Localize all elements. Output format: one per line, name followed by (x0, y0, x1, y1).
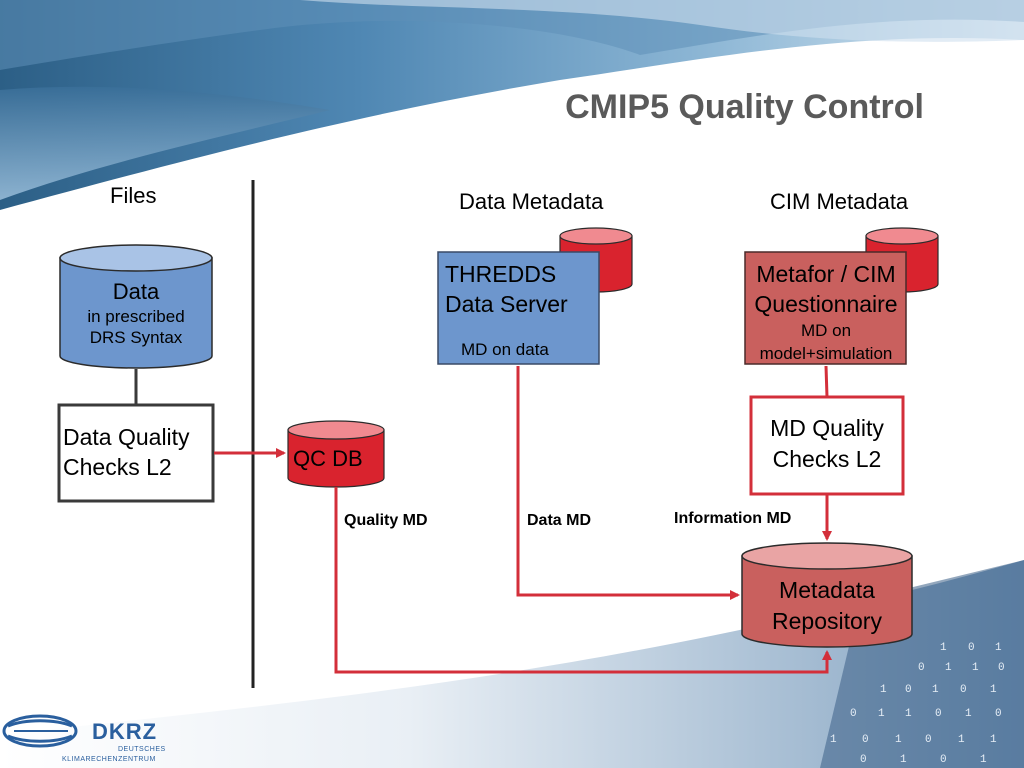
svg-text:1: 1 (945, 662, 952, 674)
svg-text:0: 0 (968, 642, 975, 654)
quality-md-arrow (334, 487, 832, 674)
svg-text:0: 0 (995, 708, 1002, 720)
data-cylinder-line2: in prescribed (87, 306, 185, 326)
information-md-label: Information MD (674, 510, 792, 527)
metafor-line2: Questionnaire (754, 290, 898, 317)
svg-text:0: 0 (940, 754, 947, 766)
svg-text:1: 1 (965, 708, 972, 720)
flow-arrows (214, 365, 832, 674)
svg-text:1: 1 (932, 684, 939, 696)
svg-text:1: 1 (972, 662, 979, 674)
thredds-line1: THREDDS (445, 261, 557, 287)
metafor-text: Metafor / CIM Questionnaire MD on model+… (743, 260, 909, 366)
thredds-text: THREDDS Data Server (445, 260, 568, 320)
svg-text:1: 1 (995, 642, 1002, 654)
svg-text:1: 1 (940, 642, 947, 654)
quality-md-label: Quality MD (344, 512, 428, 529)
metadata-repository-line1: Metadata (779, 577, 875, 603)
data-md-arrow (516, 366, 740, 600)
svg-text:1: 1 (980, 754, 987, 766)
data-quality-checks-box (57, 403, 215, 503)
thredds-box (437, 251, 600, 365)
svg-text:0: 0 (860, 754, 867, 766)
slide-title: CMIP5 Quality Control (565, 88, 924, 126)
data-cylinder-text: Data in prescribed DRS Syntax (60, 278, 212, 348)
svg-text:1: 1 (990, 734, 997, 746)
svg-text:1: 1 (895, 734, 902, 746)
data-quality-checks-text: Data Quality Checks L2 (63, 423, 190, 483)
qc-db-cylinder (287, 420, 385, 488)
metafor-to-mdquality-line (824, 365, 829, 398)
svg-text:0: 0 (960, 684, 967, 696)
svg-text:1: 1 (880, 684, 887, 696)
svg-text:0: 0 (998, 662, 1005, 674)
thredds-line2: Data Server (445, 290, 568, 317)
header-background (0, 0, 1024, 228)
svg-text:1: 1 (900, 754, 907, 766)
metadata-repository-line2: Repository (772, 608, 882, 635)
metafor-line4: model+simulation (759, 343, 893, 363)
svg-text:0: 0 (905, 684, 912, 696)
svg-text:1: 1 (958, 734, 965, 746)
files-header: Files (110, 183, 157, 208)
dkrz-logo-sub2: KLIMARECHENZENTRUM (62, 756, 156, 763)
svg-text:0: 0 (935, 708, 942, 720)
svg-text:1: 1 (905, 708, 912, 720)
dkrz-logo-sub1: DEUTSCHES (118, 746, 166, 753)
svg-text:0: 0 (925, 734, 932, 746)
md-quality-checks-line1: MD Quality (770, 415, 884, 441)
metadata-repository-cylinder (741, 542, 913, 648)
dkrz-logo-mark (2, 714, 78, 748)
dkrz-logo-name: DKRZ (92, 719, 158, 744)
cim-metadata-header: CIM Metadata (770, 189, 909, 214)
data-cylinder (59, 244, 213, 369)
md-quality-checks-text: MD Quality Checks L2 (751, 413, 903, 475)
svg-text:0: 0 (918, 662, 925, 674)
qc-db-label: QC DB (293, 446, 363, 471)
data-metadata-header: Data Metadata (459, 189, 604, 214)
svg-text:1: 1 (830, 734, 837, 746)
svg-text:0: 0 (850, 708, 857, 720)
data-cylinder-title: Data (112, 279, 160, 304)
metadata-repository-text: Metadata Repository (742, 575, 912, 637)
svg-text:1: 1 (990, 684, 997, 696)
svg-text:1: 1 (878, 708, 885, 720)
md-quality-checks-line2: Checks L2 (772, 446, 882, 473)
data-cylinder-line3: DRS Syntax (89, 327, 183, 347)
metafor-line1: Metafor / CIM (756, 261, 896, 287)
metafor-line3: MD on (800, 320, 852, 340)
data-quality-checks-line2: Checks L2 (63, 453, 172, 480)
svg-text:0: 0 (862, 734, 869, 746)
metafor-box (744, 251, 907, 365)
data-quality-checks-line1: Data Quality (63, 424, 190, 450)
thredds-md-on-data: MD on data (461, 340, 549, 359)
data-md-label: Data MD (527, 512, 592, 529)
